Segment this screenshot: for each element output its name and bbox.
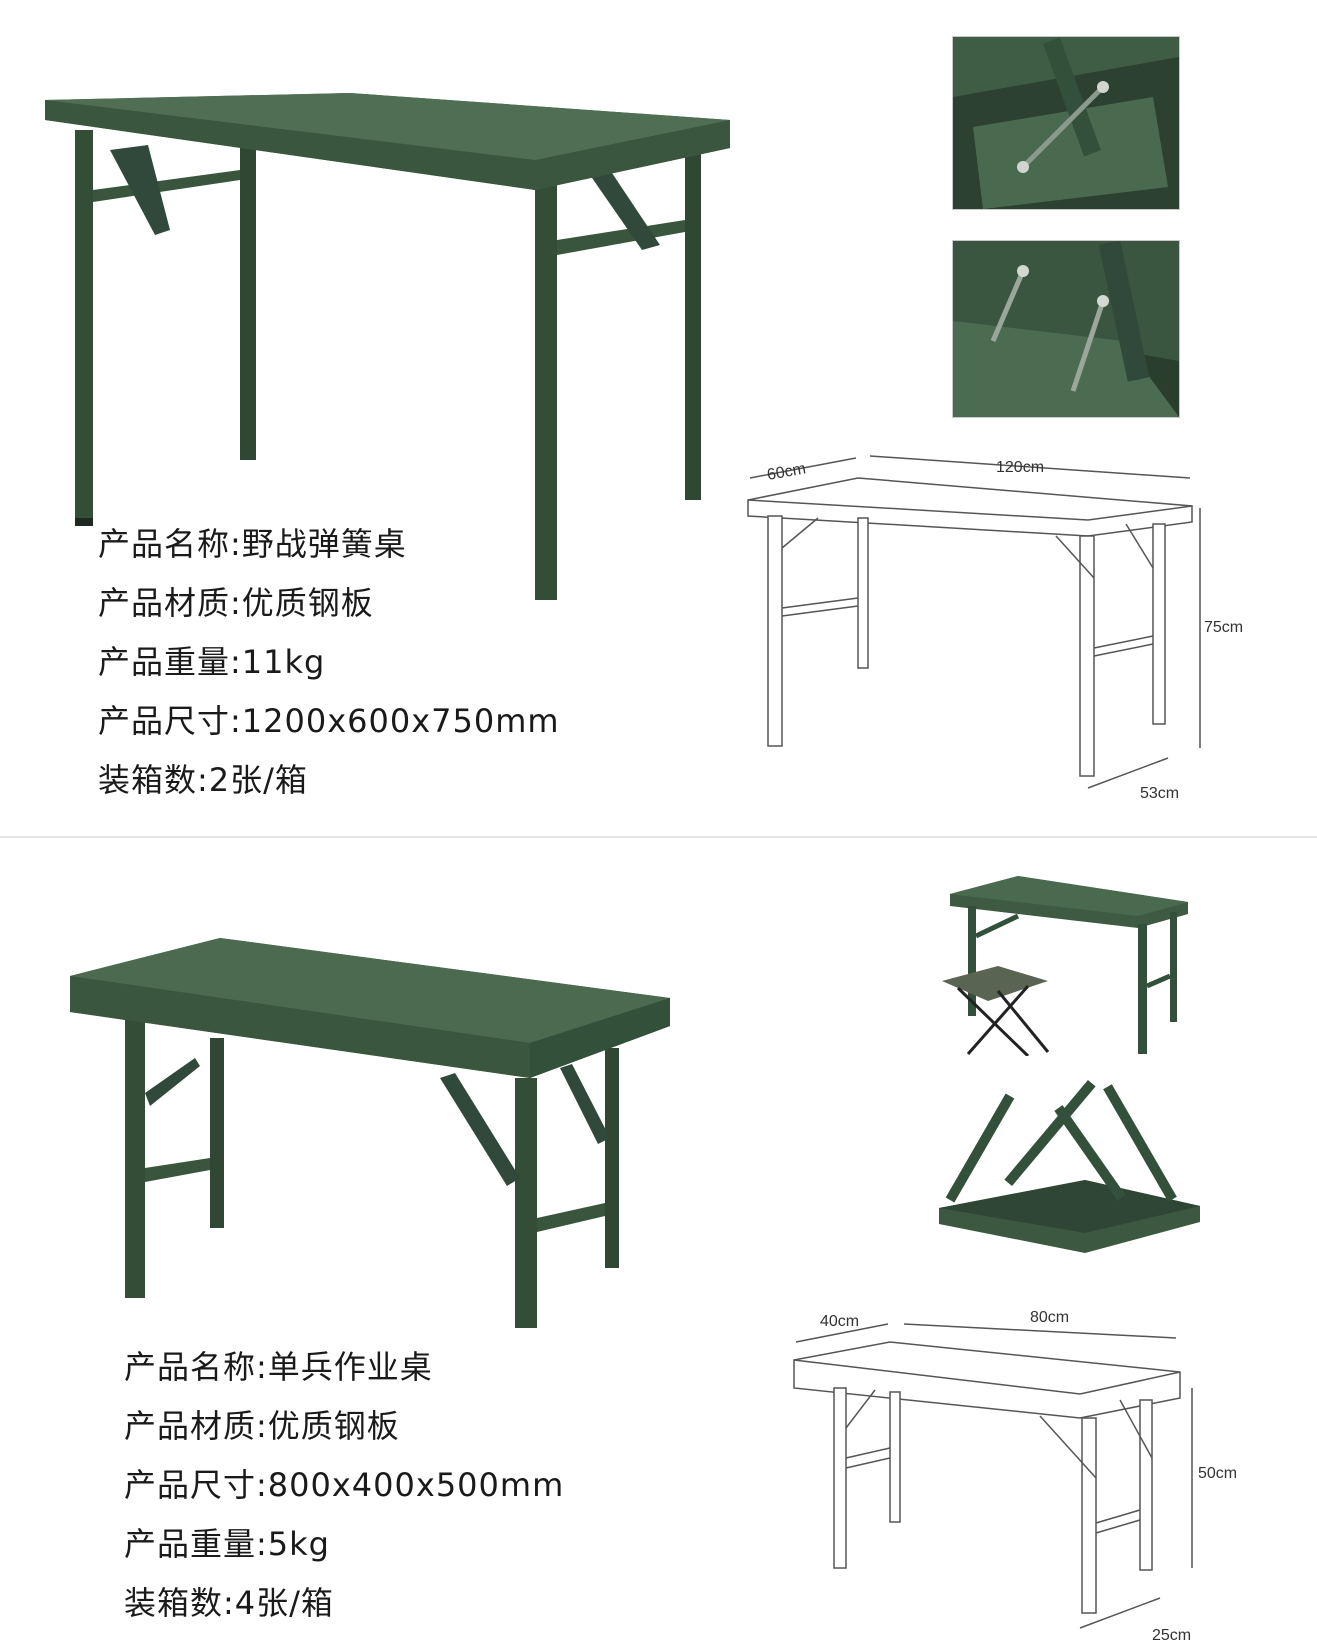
table-with-stool-photo [942, 876, 1188, 1056]
dim-height-label: 75cm [1204, 619, 1243, 636]
folded-table-photo [939, 1079, 1200, 1253]
spec-weight: 产品重量:11kg [98, 643, 326, 681]
individual-work-table-photo [70, 938, 670, 1328]
spec-name: 产品名称:单兵作业桌 [124, 1348, 433, 1386]
product-section-individual-work-table: 40cm 80cm 50cm 25cm 产品名称:单兵作业桌 产品材质:优质钢板… [0, 838, 1317, 1652]
product-2-spec-list: 产品名称:单兵作业桌 产品材质:优质钢板 产品尺寸:800x400x500mm … [124, 1338, 564, 1633]
product-section-field-spring-table: 60cm 120cm 75cm 53cm 产品名称:野战弹簧桌 产品材质:优质钢… [45, 36, 1243, 810]
dim-width-label: 80cm [1030, 1309, 1069, 1326]
individual-work-table-dimension-drawing: 40cm 80cm 50cm 25cm [793, 1309, 1237, 1644]
field-spring-table-photo [45, 93, 730, 600]
spec-packing: 装箱数:2张/箱 [98, 761, 308, 799]
spec-name: 产品名称:野战弹簧桌 [98, 525, 407, 563]
spring-hinge-detail-photo-2 [952, 240, 1180, 418]
product-1-spec-list: 产品名称:野战弹簧桌 产品材质:优质钢板 产品重量:11kg 产品尺寸:1200… [98, 515, 560, 810]
dim-width-label: 120cm [996, 459, 1044, 476]
spec-size: 产品尺寸:1200x600x750mm [98, 702, 560, 740]
field-spring-table-dimension-drawing: 60cm 120cm 75cm 53cm [747, 455, 1243, 802]
spec-packing: 装箱数:4张/箱 [124, 1584, 334, 1622]
dim-depth-label: 60cm [766, 460, 807, 484]
spec-material: 产品材质:优质钢板 [98, 584, 374, 622]
section-divider [0, 836, 1317, 838]
spec-size: 产品尺寸:800x400x500mm [124, 1466, 565, 1504]
spec-weight: 产品重量:5kg [124, 1525, 330, 1563]
dim-leg-span-label: 25cm [1152, 1627, 1191, 1644]
spring-hinge-detail-photo-1 [952, 36, 1180, 210]
dim-depth-label: 40cm [820, 1313, 859, 1330]
dim-leg-span-label: 53cm [1140, 785, 1179, 802]
dim-height-label: 50cm [1198, 1465, 1237, 1482]
spec-material: 产品材质:优质钢板 [124, 1407, 400, 1445]
